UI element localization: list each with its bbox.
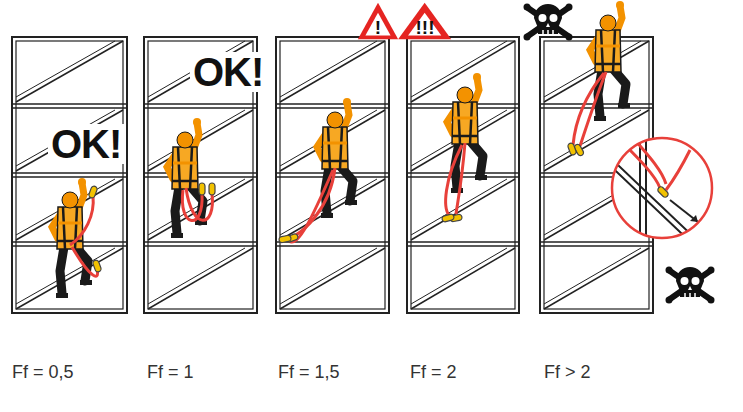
fall-factor-label: Ff = 2: [410, 362, 457, 384]
ok-label: OK!: [190, 52, 266, 92]
scaffold-tower: [276, 37, 389, 313]
scaffold-tower: [407, 37, 519, 313]
ok-label: OK!: [48, 124, 124, 164]
fall-factor-label: Ff = 1,5: [278, 362, 340, 384]
warning-mark: !!!: [416, 18, 435, 37]
fall-factor-label: Ff > 2: [544, 362, 591, 384]
fall-factor-label: Ff = 1: [147, 362, 194, 384]
fall-factor-label: Ff = 0,5: [12, 362, 74, 384]
scaffold-tower: [12, 37, 127, 313]
warning-mark: !: [375, 18, 381, 37]
warning-triangle: !: [357, 2, 399, 40]
warning-triangle: !!!: [397, 2, 452, 40]
